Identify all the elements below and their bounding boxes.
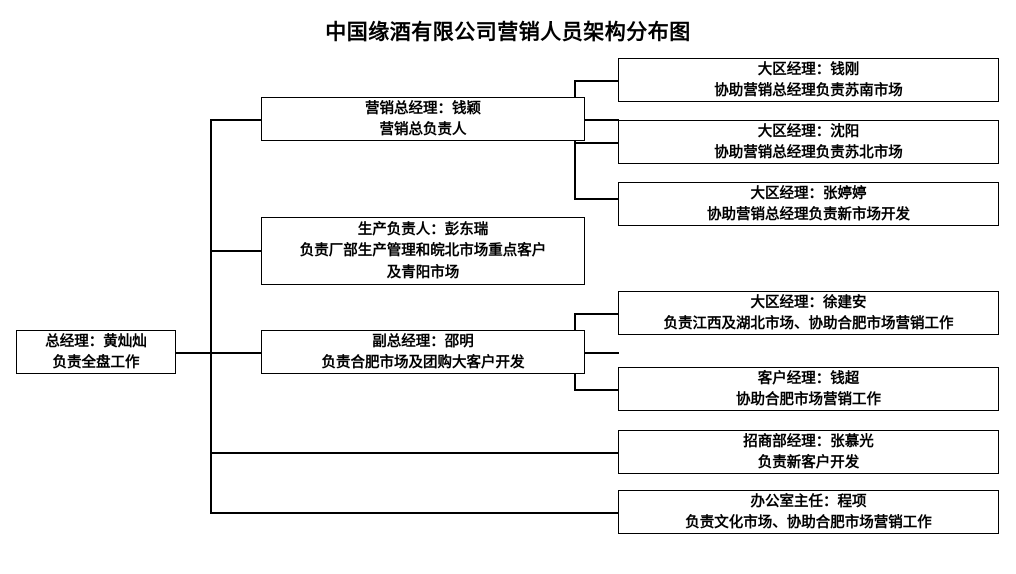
node-office-director-line2: 负责文化市场、协助合肥市场营销工作 <box>685 514 932 531</box>
node-region-manager-shenyang[interactable]: 大区经理：沈阳 协助营销总经理负责苏北市场 <box>618 120 999 164</box>
node-region-manager-qiangang[interactable]: 大区经理：钱刚 协助营销总经理负责苏南市场 <box>618 58 999 102</box>
node-region-manager-zhangtingting[interactable]: 大区经理：张婷婷 协助营销总经理负责新市场开发 <box>618 182 999 226</box>
node-deputy-gm-line2: 负责合肥市场及团购大客户开发 <box>321 354 525 371</box>
node-region-xujianan-line1: 大区经理：徐建安 <box>750 293 867 311</box>
node-office-director-line1: 办公室主任：程项 <box>750 492 867 510</box>
node-region-shenyang-line1: 大区经理：沈阳 <box>757 122 860 140</box>
connector-branch-region-qiangang <box>574 80 619 82</box>
node-region-xujianan-line2: 负责江西及湖北市场、协助合肥市场营销工作 <box>663 315 954 332</box>
connector-branch-region-xujianan <box>574 313 619 315</box>
node-production-head-line2: 负责厂部生产管理和皖北市场重点客户 <box>299 242 547 260</box>
page-title: 中国缘酒有限公司营销人员架构分布图 <box>325 19 691 44</box>
node-general-manager[interactable]: 总经理：黄灿灿 负责全盘工作 <box>16 330 176 374</box>
node-account-manager-qianchao[interactable]: 客户经理：钱超 协助合肥市场营销工作 <box>618 367 999 411</box>
connector-branch-deputy-gm <box>210 352 262 354</box>
connector-branch-region-shenyang <box>574 142 619 144</box>
node-investment-manager-line1: 招商部经理：张慕光 <box>743 432 874 450</box>
node-region-manager-xujianan[interactable]: 大区经理：徐建安 负责江西及湖北市场、协助合肥市场营销工作 <box>618 291 999 335</box>
connector-branch-production-head <box>210 250 262 252</box>
node-production-head[interactable]: 生产负责人：彭东瑞 负责厂部生产管理和皖北市场重点客户 及青阳市场 <box>261 217 585 285</box>
node-investment-manager-line2: 负责新客户开发 <box>757 454 860 471</box>
connector-branch-account-manager <box>574 389 619 391</box>
node-sales-director[interactable]: 营销总经理：钱颖 营销总负责人 <box>261 97 585 141</box>
node-sales-director-line2: 营销总负责人 <box>379 121 467 138</box>
node-sales-director-line1: 营销总经理：钱颖 <box>365 99 481 117</box>
node-region-zhangtingting-line1: 大区经理：张婷婷 <box>750 184 867 202</box>
node-region-qiangang-line2: 协助营销总经理负责苏南市场 <box>714 82 903 99</box>
node-deputy-general-manager[interactable]: 副总经理：邵明 负责合肥市场及团购大客户开发 <box>261 330 585 374</box>
node-region-qiangang-line1: 大区经理：钱刚 <box>757 60 860 78</box>
connector-branch-office-director <box>210 512 619 514</box>
connector-branch-sales-director <box>210 119 262 121</box>
connector-sales-director-stub <box>575 119 619 121</box>
node-general-manager-line1: 总经理：黄灿灿 <box>45 332 147 350</box>
connector-root-stub <box>176 352 212 354</box>
connector-branch-region-zhangtingting <box>574 198 619 200</box>
node-production-head-line1: 生产负责人：彭东瑞 <box>357 221 489 239</box>
node-investment-manager[interactable]: 招商部经理：张慕光 负责新客户开发 <box>618 430 999 474</box>
connector-deputy-gm-stub <box>575 352 619 354</box>
node-office-director[interactable]: 办公室主任：程项 负责文化市场、协助合肥市场营销工作 <box>618 490 999 534</box>
connector-main-trunk <box>210 119 212 513</box>
node-general-manager-line2: 负责全盘工作 <box>52 354 140 371</box>
connector-branch-investment-manager <box>210 452 619 454</box>
node-region-zhangtingting-line2: 协助营销总经理负责新市场开发 <box>707 206 910 223</box>
node-production-head-line3: 及青阳市场 <box>386 263 460 281</box>
node-deputy-gm-line1: 副总经理：邵明 <box>372 332 474 350</box>
node-region-shenyang-line2: 协助营销总经理负责苏北市场 <box>714 144 903 161</box>
node-account-manager-line2: 协助合肥市场营销工作 <box>736 391 881 408</box>
node-account-manager-line1: 客户经理：钱超 <box>757 369 860 387</box>
